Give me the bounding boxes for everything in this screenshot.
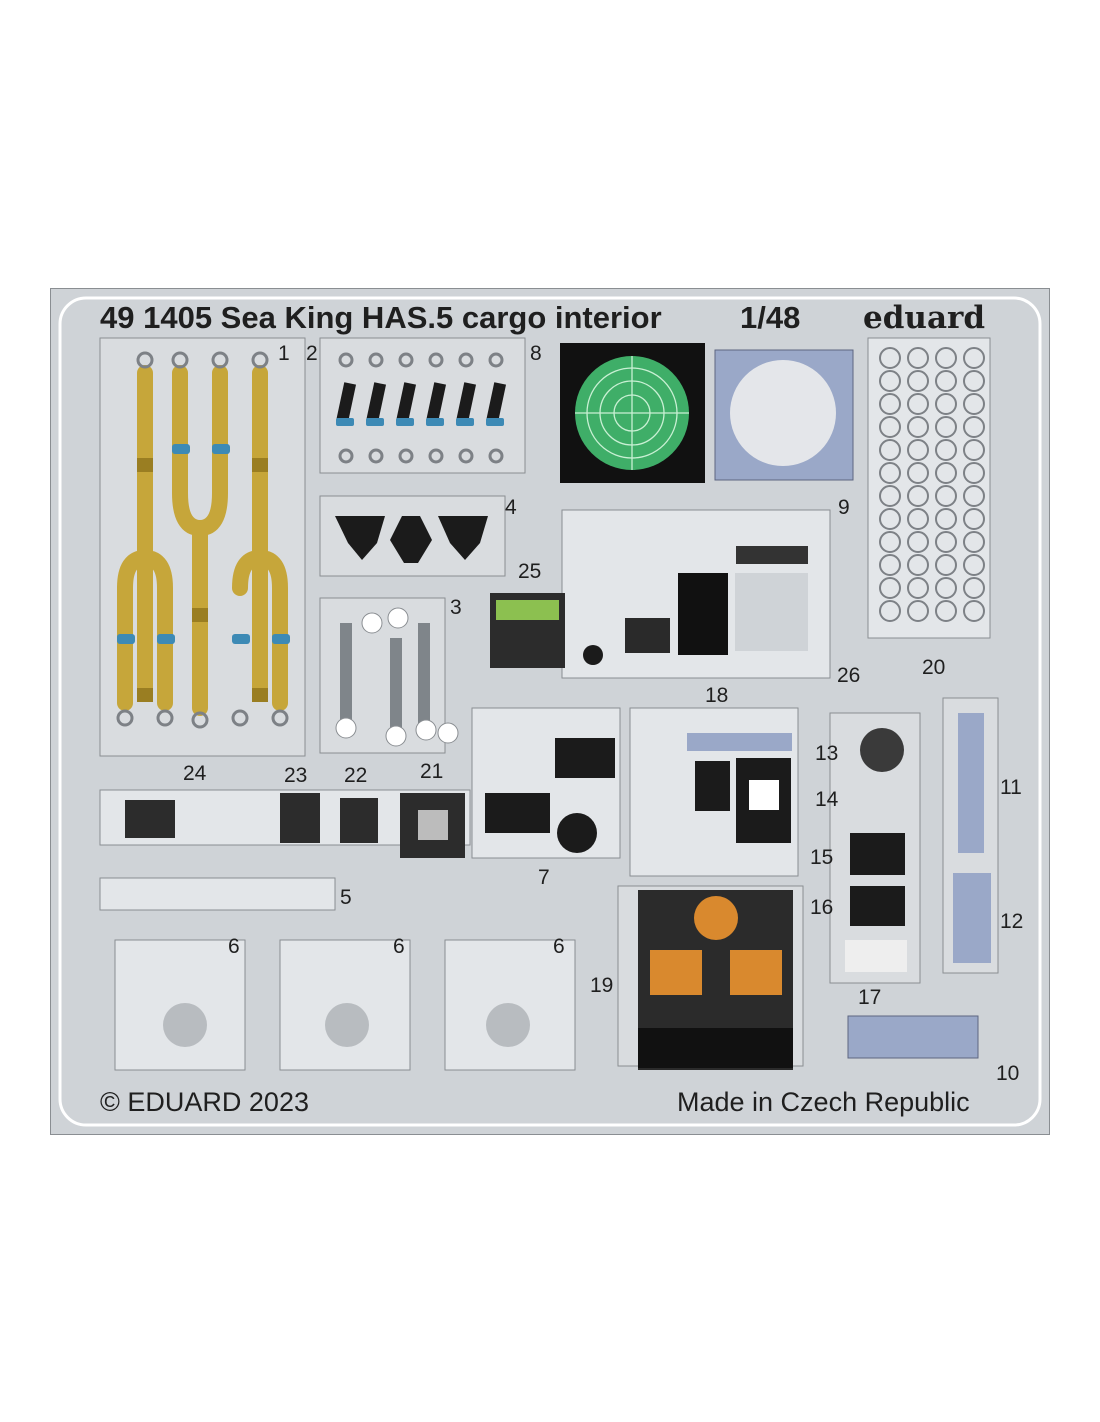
part-7-console — [471, 707, 621, 859]
part-24-23-22-21-strip — [99, 789, 471, 858]
made-in-text: Made in Czech Republic — [677, 1087, 970, 1117]
part-number-3: 3 — [450, 596, 462, 619]
part-3-straps — [319, 597, 459, 754]
sheet-title: 49 1405 Sea King HAS.5 cargo interior — [100, 300, 662, 335]
part-number-25: 25 — [518, 560, 541, 583]
part-19-console — [617, 885, 804, 1070]
brand-logo-text: eduard — [863, 300, 985, 336]
part-number-5: 5 — [340, 886, 352, 909]
part-number-20: 20 — [922, 656, 945, 679]
part-number-9: 9 — [838, 496, 850, 519]
part-number-4: 4 — [505, 496, 517, 519]
part-4-pads — [319, 495, 506, 577]
part-number-17: 17 — [858, 986, 881, 1009]
part-number-21: 21 — [420, 760, 443, 783]
part-24-strap-panel — [99, 337, 306, 757]
part-number-10: 10 — [996, 1062, 1019, 1085]
part-number-2: 2 — [306, 342, 318, 365]
part-20-panel — [867, 337, 991, 639]
fret-inner-border — [58, 296, 1042, 1127]
part-26-console — [561, 509, 831, 679]
part-11-12-strip — [942, 697, 999, 974]
part-number-13: 13 — [815, 742, 838, 765]
sheet-scale: 1/48 — [740, 300, 800, 335]
part-number-22: 22 — [344, 764, 367, 787]
part-25-keypad — [490, 593, 565, 668]
part-number-19: 19 — [590, 974, 613, 997]
part-number-14: 14 — [815, 788, 839, 811]
copyright-text: © EDUARD 2023 — [100, 1087, 309, 1117]
photo-etch-fret: 49 1405 Sea King HAS.5 cargo interior 1/… — [50, 288, 1050, 1135]
part-2-belts — [319, 337, 526, 474]
part-number-16: 16 — [810, 896, 833, 919]
part-9-display — [714, 349, 854, 481]
part-number-23: 23 — [284, 764, 307, 787]
part-7-right-panel — [629, 707, 799, 877]
part-5-rail — [99, 877, 336, 911]
part-number-6: 6 — [393, 935, 405, 958]
part-6-seat-backs — [114, 939, 576, 1071]
part-number-12: 12 — [1000, 910, 1023, 933]
part-number-6: 6 — [228, 935, 240, 958]
part-number-7: 7 — [538, 866, 550, 889]
part-10-strip — [847, 1015, 979, 1059]
part-number-24: 24 — [183, 762, 207, 785]
part-number-8: 8 — [530, 342, 542, 365]
part-number-26: 26 — [837, 664, 860, 687]
part-13-17-column — [829, 712, 921, 984]
part-8-radar-scope — [560, 343, 705, 483]
part-number-11: 11 — [1000, 776, 1022, 799]
part-number-1: 1 — [278, 342, 290, 365]
part-number-6: 6 — [553, 935, 565, 958]
part-number-15: 15 — [810, 846, 833, 869]
part-number-18: 18 — [705, 684, 728, 707]
